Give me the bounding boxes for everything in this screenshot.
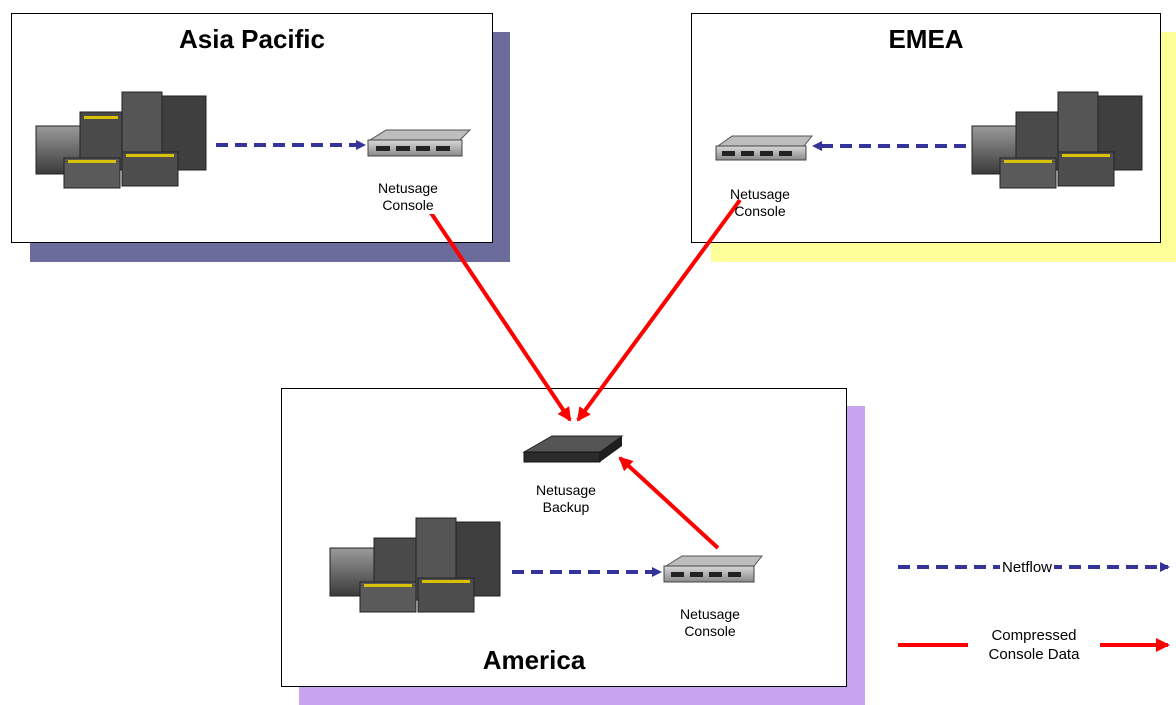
diagram-canvas [35, 91, 1170, 652]
america-backup-label: Netusage Backup [526, 482, 606, 516]
legend-compressed-line1: Compressed [991, 627, 1077, 644]
emea-console-label-line1: Netusage [730, 186, 790, 202]
asia-to-backup-arrow [419, 196, 572, 422]
asia-console-label-line1: Netusage [378, 180, 438, 196]
america-backup-server-icon [522, 435, 624, 463]
america-console-to-backup-arrow [618, 456, 720, 550]
asia-pacific-title: Asia Pacific [179, 24, 325, 54]
emea-console-label: Netusage Console [720, 186, 800, 220]
asia-network-equipment-icon [35, 91, 207, 189]
america-console-label-line1: Netusage [680, 606, 740, 622]
america-console-label: Netusage Console [670, 606, 750, 640]
america-backup-label-line1: Netusage [536, 482, 596, 498]
asia-console-label-line2: Console [382, 197, 434, 213]
america-console-label-line2: Console [684, 623, 736, 639]
legend-netflow-label: Netflow [1000, 558, 1055, 577]
legend-compressed-line2: Console Data [988, 646, 1080, 663]
emea-console-label-line2: Console [734, 203, 786, 219]
emea-to-backup-arrow [576, 198, 742, 422]
america-network-equipment-icon [329, 517, 501, 613]
america-backup-label-line2: Backup [542, 499, 590, 515]
america-console-server-icon [663, 555, 764, 583]
emea-title: EMEA [888, 24, 964, 54]
emea-network-equipment-icon [971, 91, 1143, 189]
america-title: America [482, 645, 586, 675]
legend-compressed-label: Compressed Console Data [968, 626, 1100, 664]
emea-console-server-icon [715, 135, 814, 161]
asia-console-server-icon [367, 129, 472, 157]
asia-console-label: Netusage Console [368, 180, 448, 214]
